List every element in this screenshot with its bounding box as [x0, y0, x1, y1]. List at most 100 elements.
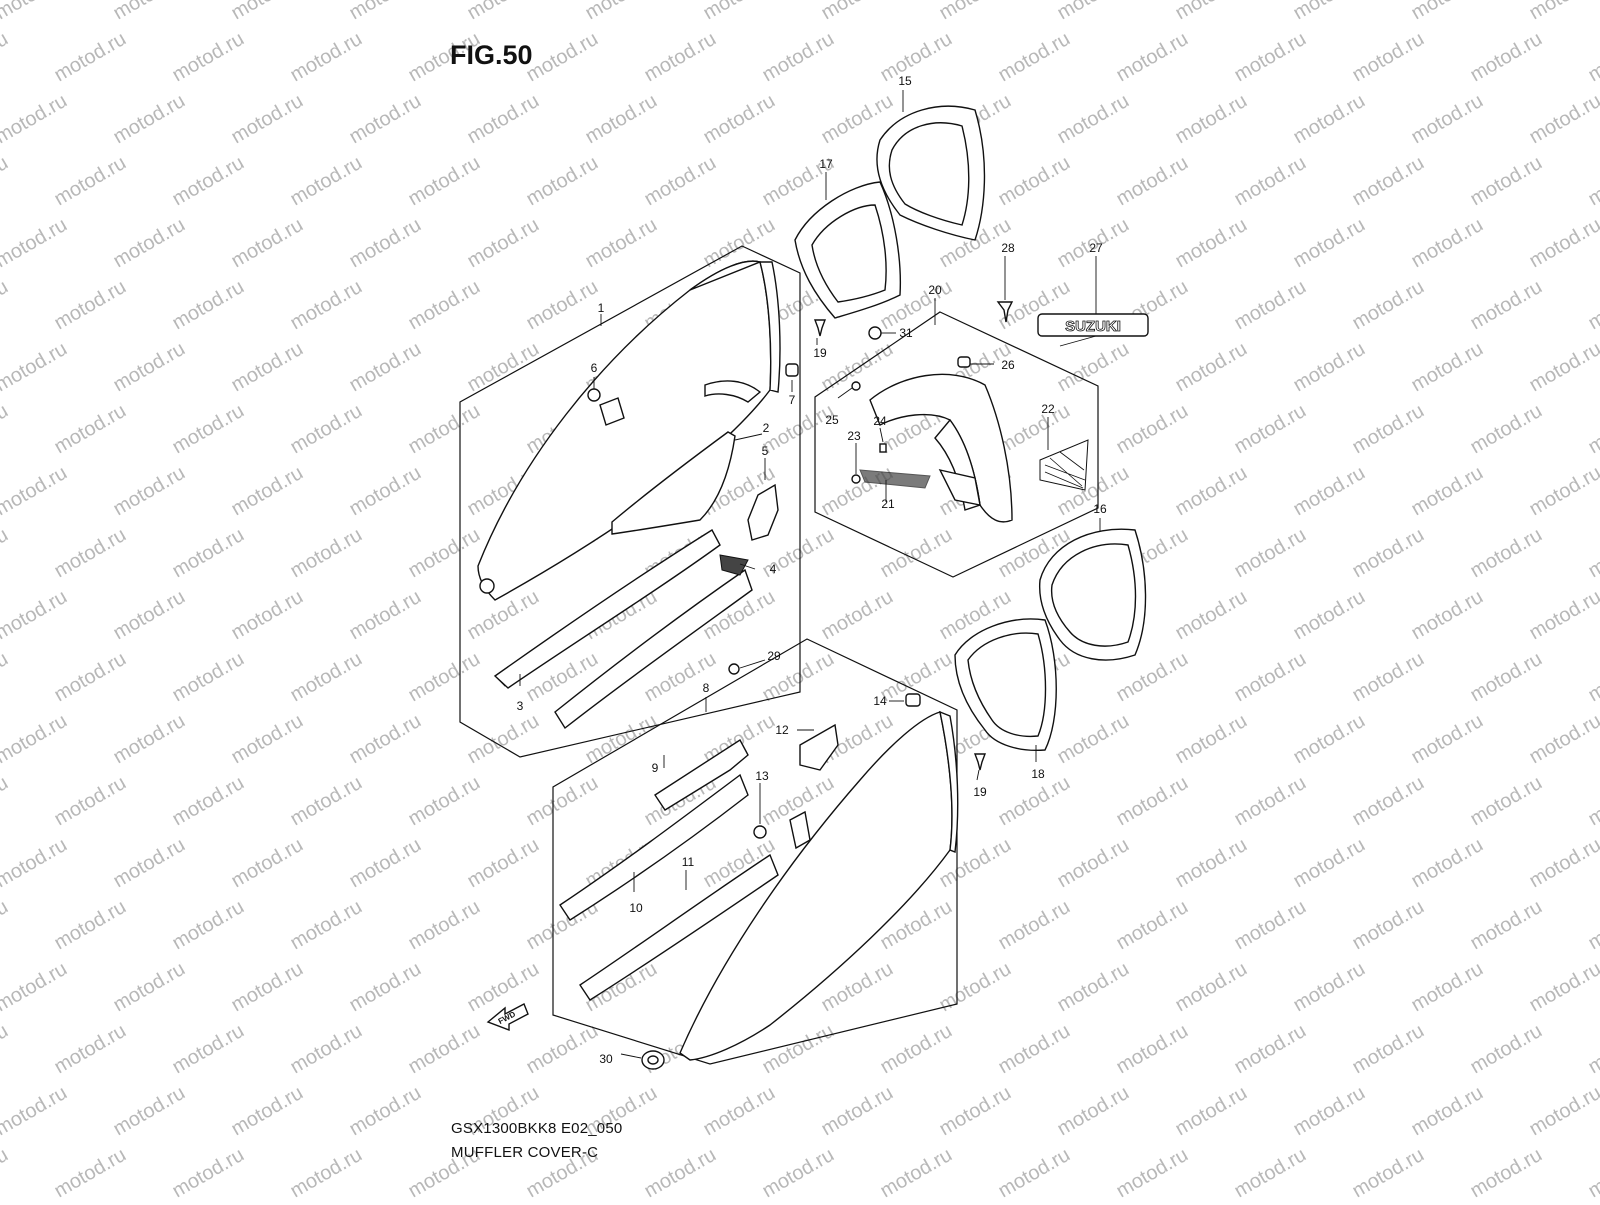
watermark-text: motod.ru [346, 586, 425, 645]
watermark-text: motod.ru [169, 400, 248, 459]
watermark-text: motod.ru [169, 1020, 248, 1079]
watermark-text: motod.ru [51, 28, 130, 87]
watermark-text: motod.ru [523, 772, 602, 831]
watermark-text: motod.ru [110, 710, 189, 769]
part-19-screw-lower [975, 754, 985, 770]
watermark-text: motod.ru [1467, 28, 1546, 87]
watermark-text: motod.ru [1172, 0, 1251, 24]
watermark-text: motod.ru [346, 958, 425, 1017]
watermark-text: motod.ru [287, 400, 366, 459]
watermark-text: motod.ru [1585, 896, 1600, 955]
callout-28: 28 [1001, 241, 1015, 255]
watermark-text: motod.ru [1526, 834, 1600, 893]
watermark-text: motod.ru [228, 1082, 307, 1141]
footer-section-name: MUFFLER COVER-C [451, 1144, 598, 1161]
watermark-text: motod.ru [1054, 958, 1133, 1017]
watermark-text: motod.ru [523, 276, 602, 335]
watermark-text: motod.ru [405, 524, 484, 583]
callout-16: 16 [1093, 502, 1107, 516]
watermark-text: motod.ru [51, 276, 130, 335]
part-13-grommet [754, 826, 766, 838]
watermark-text: motod.ru [582, 710, 661, 769]
watermark-text: motod.ru [1349, 400, 1428, 459]
watermark-text: motod.ru [0, 400, 12, 459]
watermark-text: motod.ru [936, 1082, 1015, 1141]
watermark-text: motod.ru [228, 338, 307, 397]
watermark-text: motod.ru [1467, 896, 1546, 955]
watermark-text: motod.ru [582, 90, 661, 149]
watermark-text: motod.ru [405, 772, 484, 831]
watermark-text: motod.ru [0, 1082, 71, 1141]
watermark-text: motod.ru [0, 772, 12, 831]
watermark-text: motod.ru [405, 276, 484, 335]
watermark-text: motod.ru [1231, 524, 1310, 583]
watermark-text: motod.ru [995, 152, 1074, 211]
watermark-text: motod.ru [1526, 1082, 1600, 1141]
watermark-text: motod.ru [51, 1144, 130, 1200]
watermark-text: motod.ru [1231, 1144, 1310, 1200]
watermark-text: motod.ru [346, 1082, 425, 1141]
watermark-text: motod.ru [464, 338, 543, 397]
watermark-text: motod.ru [1349, 896, 1428, 955]
watermark-text: motod.ru [110, 462, 189, 521]
watermark-text: motod.ru [1054, 338, 1133, 397]
watermark-text: motod.ru [464, 214, 543, 273]
watermark-text: motod.ru [1526, 338, 1600, 397]
watermark-text: motod.ru [1113, 152, 1192, 211]
watermark-text: motod.ru [1172, 338, 1251, 397]
watermark-text: motod.ru [1585, 772, 1600, 831]
watermark-text: motod.ru [1526, 586, 1600, 645]
watermark-text: motod.ru [641, 152, 720, 211]
callout-5: 5 [762, 444, 769, 458]
watermark-text: motod.ru [0, 1144, 12, 1200]
watermark-text: motod.ru [1585, 524, 1600, 583]
watermark-text: motod.ru [995, 28, 1074, 87]
watermark-text: motod.ru [1231, 772, 1310, 831]
watermark-text: motod.ru [169, 648, 248, 707]
watermark-text: motod.ru [582, 214, 661, 273]
watermark-text: motod.ru [169, 152, 248, 211]
watermark-text: motod.ru [1585, 28, 1600, 87]
callout-17: 17 [819, 157, 833, 171]
part-24-nut [880, 444, 886, 452]
watermark-text: motod.ru [0, 152, 12, 211]
watermark-text: motod.ru [228, 90, 307, 149]
callout-29: 29 [767, 649, 781, 663]
watermark-text: motod.ru [287, 152, 366, 211]
watermark-text: motod.ru [51, 152, 130, 211]
watermark-text: motod.ru [1231, 896, 1310, 955]
watermark-text: motod.ru [1113, 1020, 1192, 1079]
watermark-text: motod.ru [346, 710, 425, 769]
watermark-text: motod.ru [877, 28, 956, 87]
watermark-text: motod.ru [1349, 1020, 1428, 1079]
watermark-text: motod.ru [1526, 958, 1600, 1017]
watermark-text: motod.ru [169, 896, 248, 955]
part-1-muffler-cover-upper [478, 261, 780, 600]
watermark-text: motod.ru [405, 152, 484, 211]
callout-6: 6 [591, 361, 598, 375]
watermark-text: motod.ru [700, 90, 779, 149]
part-29-clip [729, 664, 739, 674]
watermark-text: motod.ru [405, 400, 484, 459]
callout-27: 27 [1089, 241, 1103, 255]
watermark-text: motod.ru [1231, 1020, 1310, 1079]
watermark-text: motod.ru [0, 896, 12, 955]
watermark-text: motod.ru [51, 400, 130, 459]
callout-10: 10 [629, 901, 643, 915]
watermark-text: motod.ru [0, 1020, 12, 1079]
callout-9: 9 [652, 761, 659, 775]
watermark-text: motod.ru [1349, 28, 1428, 87]
watermark-text: motod.ru [0, 586, 71, 645]
part-26-cushion [958, 357, 970, 367]
watermark-text: motod.ru [1526, 214, 1600, 273]
watermark-text: motod.ru [0, 524, 12, 583]
watermark-text: motod.ru [1290, 1082, 1369, 1141]
watermark-text: motod.ru [1408, 958, 1487, 1017]
watermark-text: motod.ru [1408, 0, 1487, 24]
watermark-text: motod.ru [0, 710, 71, 769]
watermark-text: motod.ru [877, 1144, 956, 1200]
watermark-text: motod.ru [51, 524, 130, 583]
watermark-text: motod.ru [1172, 834, 1251, 893]
watermark-text: motod.ru [700, 0, 779, 24]
